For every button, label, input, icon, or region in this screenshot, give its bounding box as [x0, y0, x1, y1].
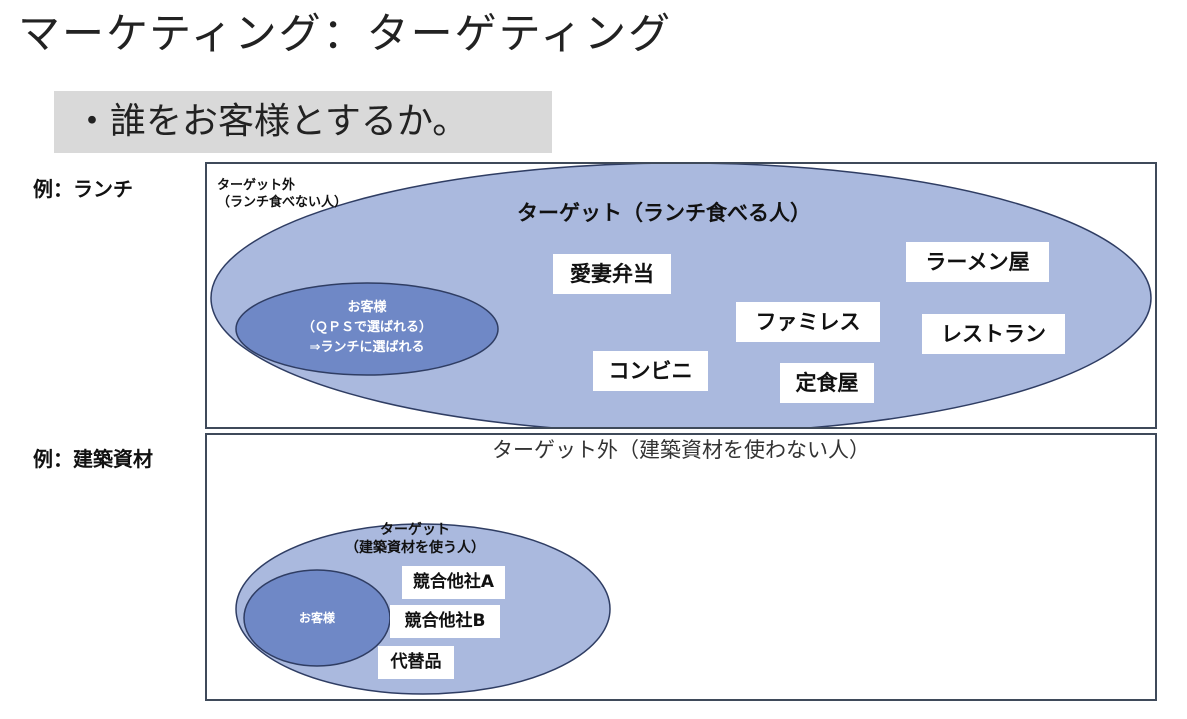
lunch-customer-ellipse: [235, 282, 499, 376]
lunch-item-restaurant: レストラン: [922, 314, 1065, 354]
example-label-building-materials: 例：建築資材: [33, 447, 153, 471]
page-title: マーケティング：ターゲティング: [18, 9, 673, 58]
building-item-competitor-a: 競合他社A: [402, 566, 505, 599]
subtitle: ・誰をお客様とするか。: [54, 91, 552, 153]
building-customer-label: お客様: [298, 611, 335, 625]
lunch-item-ramen: ラーメン屋: [906, 242, 1049, 282]
lunch-item-set-meal: 定食屋: [780, 363, 874, 403]
lunch-target-label: ターゲット（ランチ食べる人）: [517, 201, 811, 225]
lunch-outside-label: ターゲット外 （ランチ食べない人）: [217, 177, 347, 211]
building-target-line2: （建築資材を使う人）: [345, 540, 485, 556]
building-item-substitute: 代替品: [378, 646, 454, 679]
building-diagram-panel: ターゲット外（建築資材を使わない人） ターゲット （建築資材を使う人） お客様 …: [205, 433, 1157, 701]
lunch-item-bento: 愛妻弁当: [553, 254, 671, 294]
building-item-competitor-b: 競合他社B: [390, 605, 500, 638]
lunch-item-convenience-store: コンビニ: [593, 351, 708, 391]
building-target-label: ターゲット （建築資材を使う人）: [315, 521, 515, 557]
lunch-item-family-restaurant: ファミレス: [736, 302, 880, 342]
building-target-line1: ターゲット: [380, 522, 450, 538]
lunch-customer-label: お客様 （ＱＰＳで選ばれる） ⇒ランチに選ばれる: [237, 298, 497, 358]
example-label-lunch: 例：ランチ: [33, 177, 133, 201]
lunch-diagram-panel: ターゲット外 （ランチ食べない人） ターゲット（ランチ食べる人） お客様 （ＱＰ…: [205, 162, 1157, 429]
lunch-customer-line3: ⇒ランチに選ばれる: [309, 340, 425, 355]
building-outside-label: ターゲット外（建築資材を使わない人）: [492, 438, 870, 462]
lunch-outside-label-line2: （ランチ食べない人）: [217, 195, 348, 210]
lunch-diagram-shapes: [210, 164, 1152, 427]
lunch-outside-label-line1: ターゲット外: [217, 178, 296, 193]
lunch-customer-line1: お客様: [347, 300, 387, 315]
building-diagram-shapes: [235, 523, 611, 695]
lunch-customer-line2: （ＱＰＳで選ばれる）: [301, 320, 432, 335]
